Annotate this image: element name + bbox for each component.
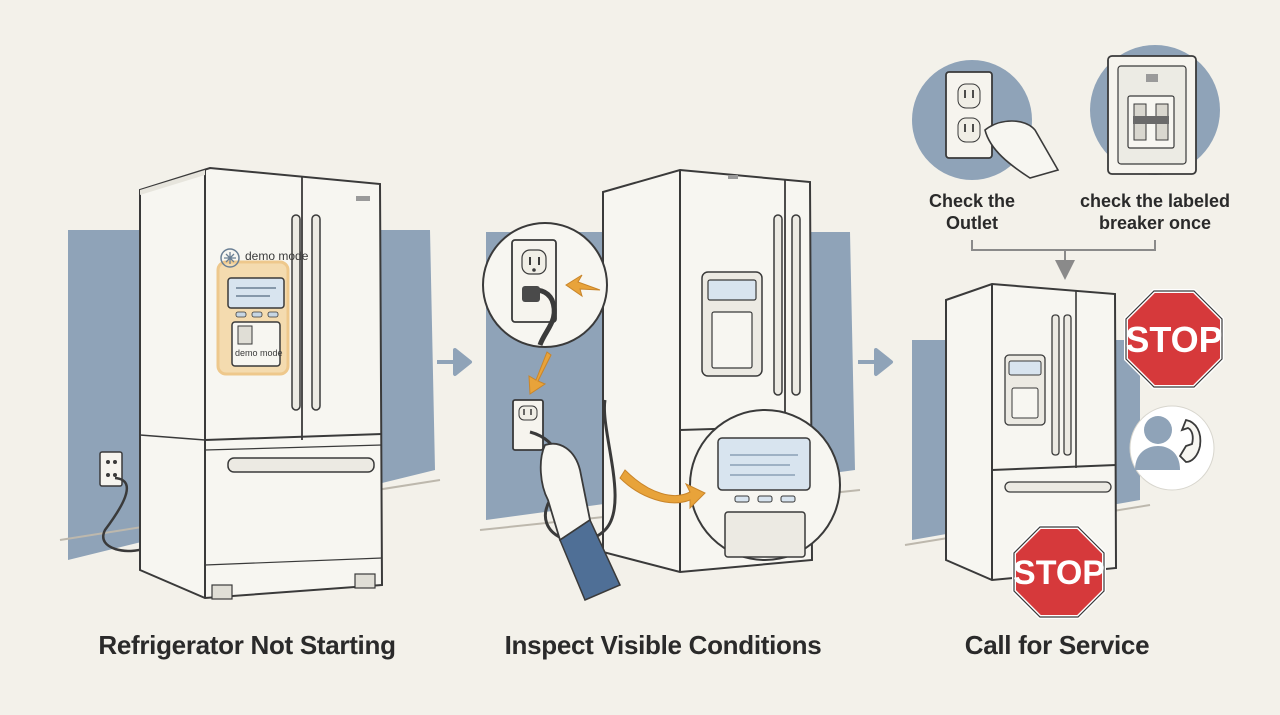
display-zoom-circle bbox=[689, 409, 841, 561]
outlet-check-circle bbox=[912, 60, 1060, 180]
stop-sign-text: STOP bbox=[1013, 554, 1105, 592]
step-title-call-for-service: Call for Service bbox=[964, 630, 1150, 660]
phone-support-icon bbox=[1129, 405, 1215, 491]
demo-mode-callout: demo mode bbox=[245, 249, 309, 263]
wall-outlet-icon bbox=[99, 451, 123, 487]
arrow-right-icon bbox=[437, 348, 472, 376]
stop-sign-icon: STOP bbox=[1012, 525, 1106, 619]
outlet-zoom-circle bbox=[482, 222, 608, 348]
display-demo-mode-label: demo mode bbox=[235, 348, 283, 358]
breaker-panel-icon bbox=[1090, 45, 1220, 175]
step-title-inspect-visible-conditions: Inspect Visible Conditions bbox=[504, 630, 822, 660]
stop-sign-icon: STOP bbox=[1124, 289, 1224, 389]
panel-inspect-visible-conditions bbox=[479, 168, 861, 601]
merge-connector bbox=[971, 240, 1156, 270]
refrigerator-illustration bbox=[139, 166, 384, 600]
panel-call-for-service: STOP STOP bbox=[904, 45, 1224, 619]
down-arrow bbox=[528, 351, 552, 395]
arrow-right-icon bbox=[858, 348, 893, 376]
power-cord bbox=[102, 476, 146, 553]
refrigerator-illustration bbox=[945, 282, 1118, 582]
check-breaker-label: check the labeled breaker once bbox=[1079, 191, 1231, 233]
stop-sign-text: STOP bbox=[1125, 319, 1222, 360]
snowflake-icon bbox=[220, 248, 240, 268]
demo-mode-highlight bbox=[216, 260, 290, 376]
wall-outlet-icon bbox=[512, 399, 544, 451]
check-outlet-label: Check the Outlet bbox=[928, 191, 1016, 233]
curved-arrow bbox=[619, 469, 706, 510]
hand-icon bbox=[539, 442, 622, 601]
panel-refrigerator-not-starting: demo mode demo mode bbox=[59, 166, 441, 600]
step-title-refrigerator-not-starting: Refrigerator Not Starting bbox=[98, 630, 396, 660]
